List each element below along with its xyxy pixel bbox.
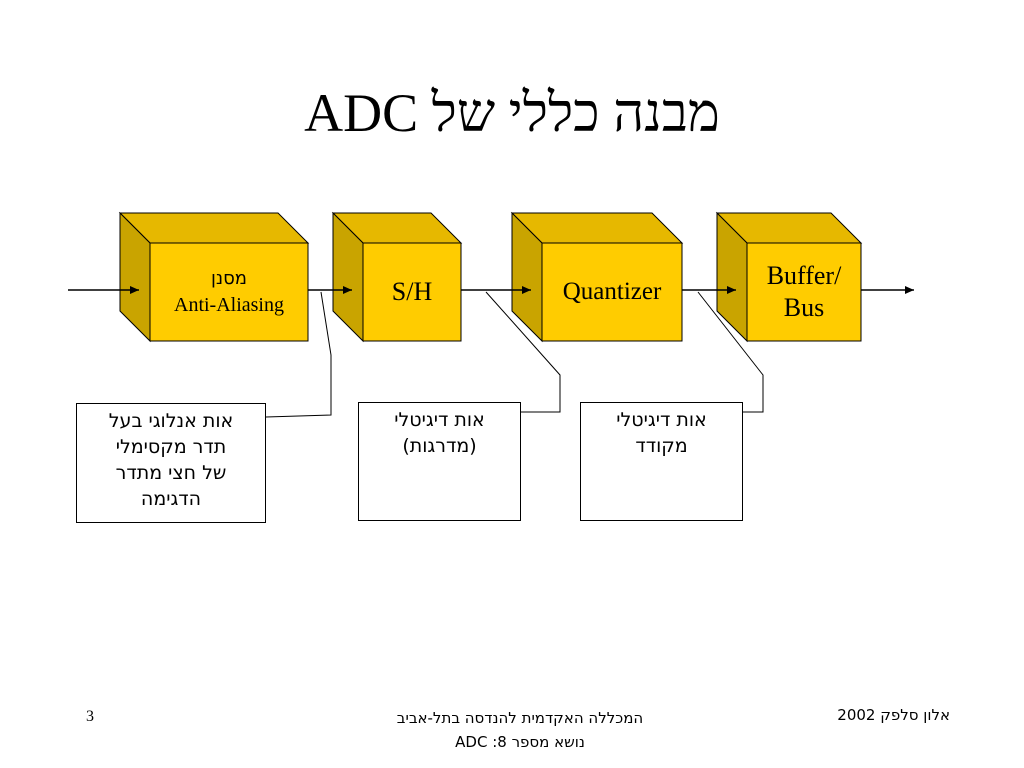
callout-line-digital-coded [697, 291, 764, 413]
note-digital-steps-line1: אות דיגיטלי [394, 409, 485, 431]
block-buffer-text-line1: Buffer/ [766, 261, 842, 290]
block-sample-hold-text: S/H [391, 277, 433, 306]
block-quantizer-text: Quantizer [562, 278, 662, 305]
note-digital-steps: אות דיגיטלי (מדרגות) [358, 402, 521, 521]
callout-line-analog [265, 291, 332, 418]
block-filter [118, 211, 310, 343]
block-quantizer [510, 211, 684, 343]
callout-line-digital-steps [485, 291, 561, 413]
note-digital-coded-line2: מקודד [635, 435, 688, 457]
block-sample-hold-label: S/H [363, 243, 461, 341]
block-filter-label-hebrew: מסנן [210, 268, 248, 289]
footer-author: אלון סלפק 2002 [837, 706, 950, 724]
block-filter-top [118, 212, 310, 244]
note-analog-line2: תדר מקסימלי [115, 436, 227, 458]
block-sample-hold [331, 211, 463, 343]
block-filter-front [149, 242, 309, 342]
block-quantizer-front [541, 242, 683, 342]
block-quantizer-label: Quantizer [542, 243, 682, 341]
block-filter-label: מסנן Anti-Aliasing [150, 243, 308, 341]
block-buffer-front [746, 242, 862, 342]
block-filter-label-english: Anti-Aliasing [174, 294, 284, 316]
page-number: 3 [86, 708, 94, 725]
block-buffer [715, 211, 863, 343]
note-analog-signal: אות אנלוגי בעל תדר מקסימלי של חצי מתדר ה… [76, 403, 266, 523]
footer-institution: המכללה האקדמית להנדסה בתל-אביב [396, 709, 644, 727]
block-buffer-label: Buffer/ Bus [747, 243, 861, 341]
footer-center: המכללה האקדמית להנדסה בתל-אביב נושא מספר… [330, 706, 710, 754]
note-analog-line3: של חצי מתדר [115, 462, 227, 484]
note-digital-steps-line2: (מדרגות) [402, 435, 477, 457]
note-analog-line4: הדגימה [140, 488, 202, 510]
footer-topic: נושא מספר 8: ADC [455, 733, 585, 751]
note-analog-line1: אות אנלוגי בעל [108, 410, 234, 432]
note-digital-coded-line1: אות דיגיטלי [616, 409, 707, 431]
block-sample-hold-front [362, 242, 462, 342]
slide-title: מבנה כללי של ADC [304, 83, 720, 143]
block-buffer-text-line2: Bus [783, 293, 825, 322]
note-digital-coded: אות דיגיטלי מקודד [580, 402, 743, 521]
